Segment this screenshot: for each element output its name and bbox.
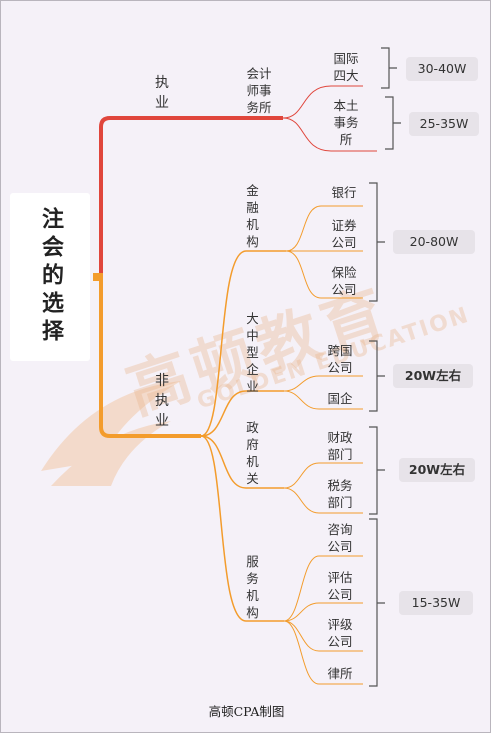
trunk-exec — [99, 116, 283, 279]
salary-badge-finance: 20-80W — [393, 230, 475, 254]
salary-badge-local: 25-35W — [409, 112, 479, 136]
connector-multinational — [283, 375, 363, 392]
group-government: 政府机关 — [246, 420, 259, 486]
item-rating: 评级 公司 — [323, 616, 357, 650]
item-insurance-line1: 保险 — [331, 265, 357, 280]
item-appraisal-line2: 公司 — [327, 587, 353, 602]
group-enterprise: 大中型企业 — [246, 311, 259, 394]
group-accounting-firm: 会计师事务所 — [246, 66, 272, 115]
item-consulting: 咨询 公司 — [323, 521, 357, 555]
connector-service — [200, 435, 284, 622]
item-consulting-line2: 公司 — [327, 539, 353, 554]
item-tax-dept-line2: 部门 — [327, 495, 353, 510]
item-insurance-line2: 公司 — [331, 282, 357, 297]
item-tax-dept-line1: 税务 — [327, 478, 353, 493]
root-node: 注会的选择 — [10, 193, 90, 361]
figure-caption: 高顿CPA制图 — [208, 704, 285, 719]
item-consulting-line1: 咨询 — [327, 522, 353, 537]
connector-rating — [283, 620, 363, 652]
item-soe: 国企 — [323, 390, 357, 407]
connector-enterprise — [200, 390, 284, 437]
root-label: 注会的选择 — [38, 207, 63, 347]
salary-badge-enterprise: 20W左右 — [393, 364, 473, 388]
branch-nonexec-text: 非执业 — [155, 373, 169, 429]
root-connector — [93, 273, 103, 281]
item-local-firm-line3: 所 — [339, 132, 353, 147]
item-securities-line1: 证券 — [331, 218, 357, 233]
connector-finance-dept — [283, 462, 363, 489]
connector-insurance — [285, 250, 363, 299]
group-financial-institution: 金融机构 — [246, 183, 259, 249]
item-soe-line1: 国企 — [327, 391, 353, 406]
item-local-firm-line1: 本土 — [333, 98, 359, 113]
salary-badge-big4: 30-40W — [406, 57, 478, 81]
trunk-nonexec — [99, 279, 201, 438]
group-service: 服务机构 — [246, 554, 259, 620]
connector-tax-dept — [283, 487, 363, 514]
item-bank-line1: 银行 — [331, 185, 357, 200]
item-finance-dept: 财政 部门 — [323, 429, 357, 463]
item-bank: 银行 — [327, 184, 361, 201]
item-appraisal: 评估 公司 — [323, 569, 357, 603]
item-big4: 国际 四大 — [329, 50, 363, 84]
connector-bank — [285, 205, 363, 252]
item-big4-line2: 四大 — [333, 68, 359, 83]
connector-soe — [283, 390, 363, 410]
item-appraisal-line1: 评估 — [327, 570, 353, 585]
item-finance-dept-line2: 部门 — [327, 447, 353, 462]
item-law-firm-line1: 律所 — [327, 666, 353, 681]
item-insurance: 保险 公司 — [327, 264, 361, 298]
connector-appraisal — [283, 602, 363, 622]
connector-government — [200, 435, 284, 489]
item-rating-line2: 公司 — [327, 634, 353, 649]
bracket-finance — [369, 182, 385, 302]
item-multinational-line1: 跨国 — [327, 343, 353, 358]
item-tax-dept: 税务 部门 — [323, 477, 357, 511]
item-securities-line2: 公司 — [331, 235, 357, 250]
bracket-government — [369, 426, 385, 515]
branch-exec-label: 执业 — [151, 73, 173, 113]
item-multinational-line2: 公司 — [327, 360, 353, 375]
item-rating-line1: 评级 — [327, 617, 353, 632]
item-local-firm: 本土 事务 所 — [329, 97, 363, 148]
item-finance-dept-line1: 财政 — [327, 430, 353, 445]
bracket-enterprise — [369, 340, 385, 412]
connector-consulting — [283, 555, 363, 622]
salary-badge-service: 15-35W — [399, 591, 473, 615]
branch-exec-text: 执业 — [155, 75, 169, 111]
item-local-firm-line2: 事务 — [333, 115, 359, 130]
item-big4-line1: 国际 — [333, 51, 359, 66]
branch-nonexec-label: 非执业 — [151, 371, 173, 431]
connector-law-firm — [283, 620, 363, 685]
bracket-service — [369, 518, 385, 687]
bracket-local — [385, 96, 401, 150]
salary-badge-government: 20W左右 — [399, 458, 475, 482]
item-multinational: 跨国 公司 — [323, 342, 357, 376]
connector-finance — [200, 250, 286, 437]
item-law-firm: 律所 — [323, 665, 357, 682]
connector-accounting-big4 — [282, 85, 363, 119]
connector-accounting-local — [282, 117, 377, 152]
bracket-big4 — [381, 47, 397, 89]
item-securities: 证券 公司 — [327, 217, 361, 251]
